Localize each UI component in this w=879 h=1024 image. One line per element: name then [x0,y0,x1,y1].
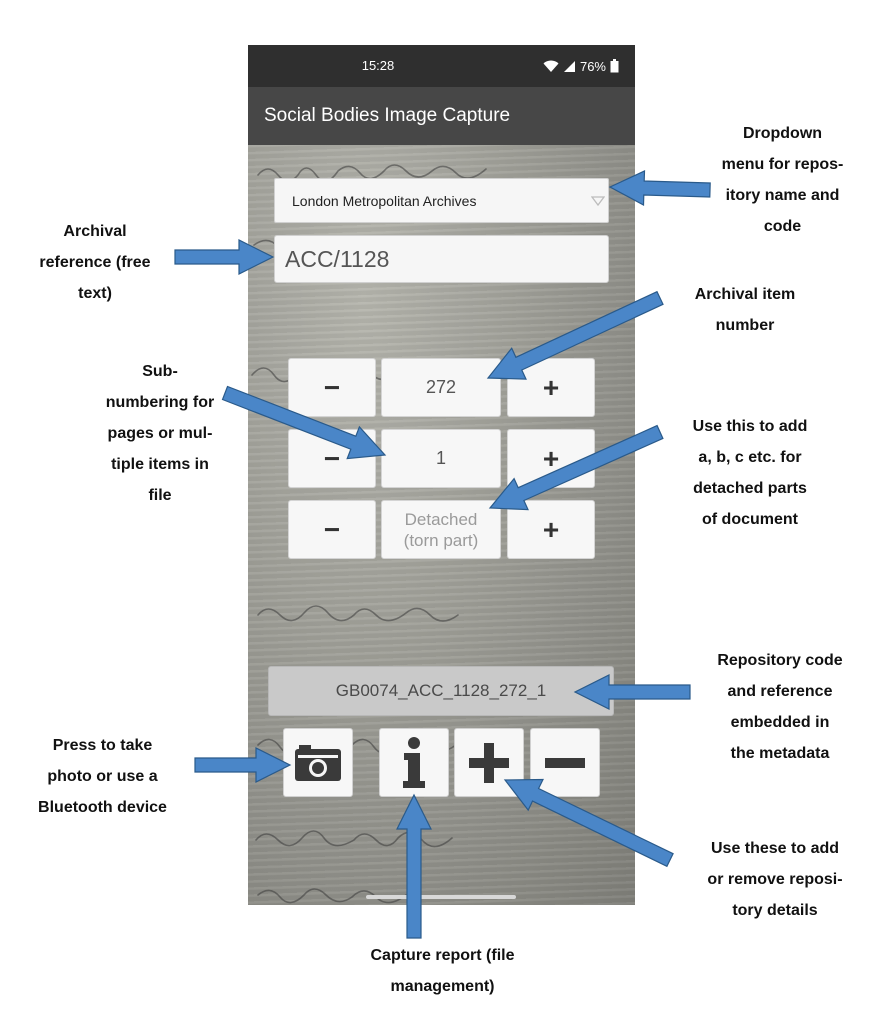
annotation-add-remove: Use these to add or remove reposi- tory … [707,840,843,919]
detached-placeholder-line2: (torn part) [403,530,479,550]
detached-placeholder-line1: Detached [404,509,478,529]
arrow-to-add-button [503,778,674,868]
annotation-item-number: Archival item number [694,286,796,334]
status-time: 15:28 [361,58,395,73]
arrow-to-detached [488,424,664,511]
sub-number-value[interactable]: 1 [381,429,501,488]
repository-dropdown-value: London Metropolitan Archives [292,193,477,209]
generated-reference-field: GB0074_ACC_1128_272_1 [268,666,614,716]
dropdown-triangle-icon [591,196,605,207]
arrow-to-sub-number [221,385,387,460]
annotation-dropdown: Dropdown menu for repos- itory name and … [721,125,844,235]
arrow-group [174,170,711,939]
arrow-to-generated-ref [573,674,691,710]
status-bar: 15:28 76% [248,45,635,87]
item-number-value[interactable]: 272 [381,358,501,417]
minus-icon [545,757,585,768]
info-icon [403,736,425,788]
annotation-take-photo: Press to take photo or use a Bluetooth d… [38,737,167,816]
plus-icon [469,742,509,783]
arrow-to-dropdown [608,170,711,206]
annotation-sub-numbering: Sub- numbering for pages or mul- tiple i… [105,363,215,504]
home-indicator [366,895,516,899]
annotation-detached: Use this to add a, b, c etc. for detache… [692,418,808,528]
signal-icon [563,60,575,72]
detached-decrement-button[interactable]: − [288,500,376,559]
app-bar: Social Bodies Image Capture [248,87,635,145]
wifi-icon [543,60,559,72]
annotation-repository-code: Repository code and reference embedded i… [717,652,843,762]
battery-icon [610,59,619,73]
annotation-archival-reference: Archival reference (free text) [39,223,151,302]
camera-button[interactable] [283,728,353,797]
annotation-capture-report: Capture report (file management) [370,947,515,995]
battery-percent: 76% [579,58,606,74]
info-button[interactable] [379,728,449,797]
item-number-decrement-button[interactable]: − [288,358,376,417]
repository-dropdown[interactable]: London Metropolitan Archives [274,178,609,223]
arrow-to-info-button [396,793,432,939]
remove-repository-button[interactable] [530,728,600,797]
detached-part-field[interactable]: Detached (torn part) [381,500,501,559]
arrow-to-item-number [486,290,664,380]
arrow-to-camera [194,747,292,783]
camera-icon [295,744,341,781]
app-title: Social Bodies Image Capture [264,105,511,126]
status-icons: 76% [543,45,619,87]
arrow-to-reference-input [174,239,275,275]
archival-reference-input[interactable] [274,235,609,283]
